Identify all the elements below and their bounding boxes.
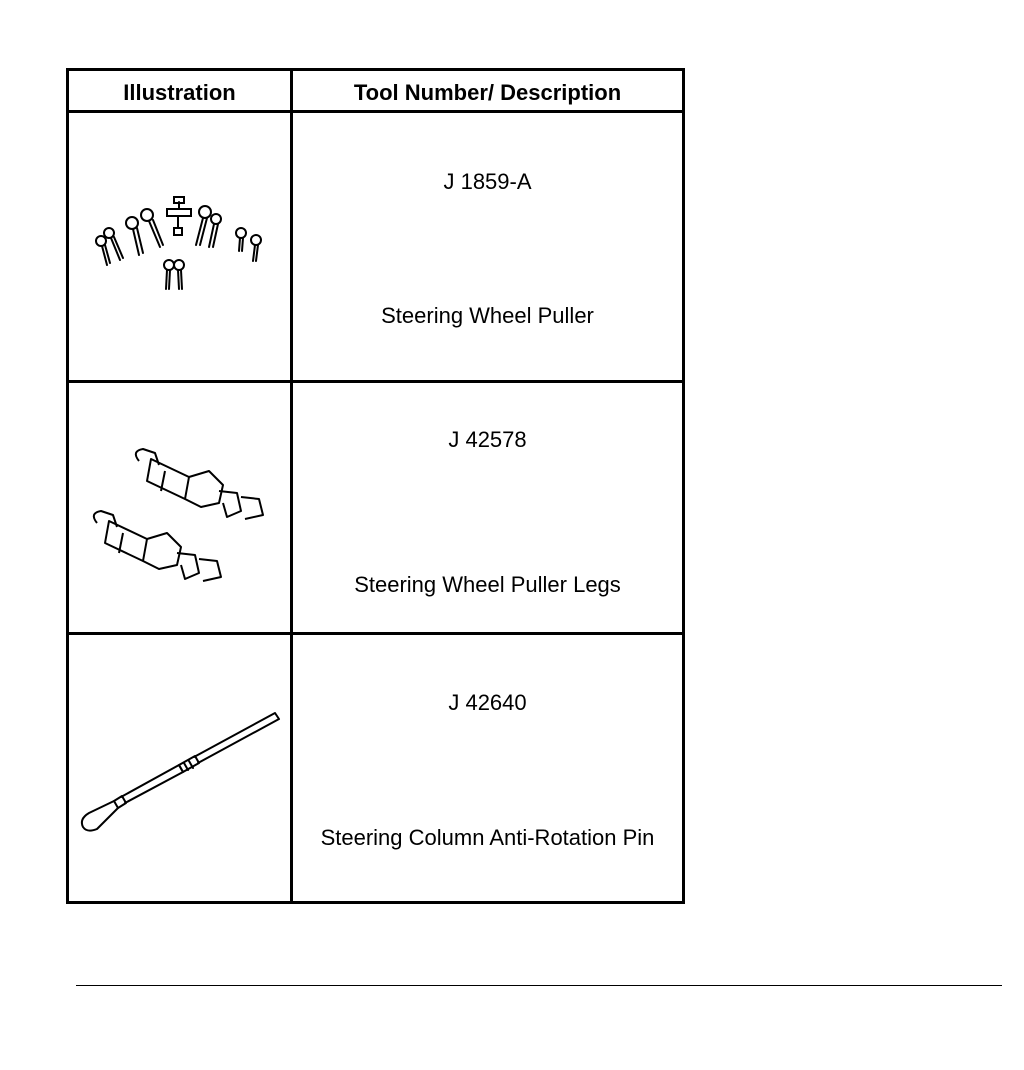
row-divider	[69, 632, 682, 635]
header-illustration: Illustration	[123, 80, 236, 105]
tool-number: J 42578	[448, 427, 527, 452]
table-row: J 42578 Steering Wheel Puller Legs	[69, 383, 682, 632]
tool-number: J 1859-A	[443, 169, 532, 194]
header-tool-description: Tool Number/ Description	[353, 80, 622, 105]
row-divider	[69, 380, 682, 383]
steering-wheel-puller-legs-illustration	[69, 441, 290, 611]
table-row: J 42640 Steering Column Anti-Rotation Pi…	[69, 635, 682, 901]
footer-rule	[76, 985, 1002, 986]
tool-description: Steering Wheel Puller	[381, 303, 594, 328]
table-row: J 1859-A Steering Wheel Puller	[69, 113, 682, 381]
anti-rotation-pin-illustration	[69, 705, 290, 845]
tool-description: Steering Column Anti-Rotation Pin	[320, 825, 655, 850]
table-header-row: Illustration Tool Number/ Description	[69, 71, 682, 113]
column-divider	[290, 71, 293, 901]
tool-description: Steering Wheel Puller Legs	[354, 572, 621, 597]
tool-number: J 42640	[448, 690, 527, 715]
steering-wheel-puller-illustration	[69, 185, 290, 315]
tools-table: Illustration Tool Number/ Description	[66, 68, 685, 904]
